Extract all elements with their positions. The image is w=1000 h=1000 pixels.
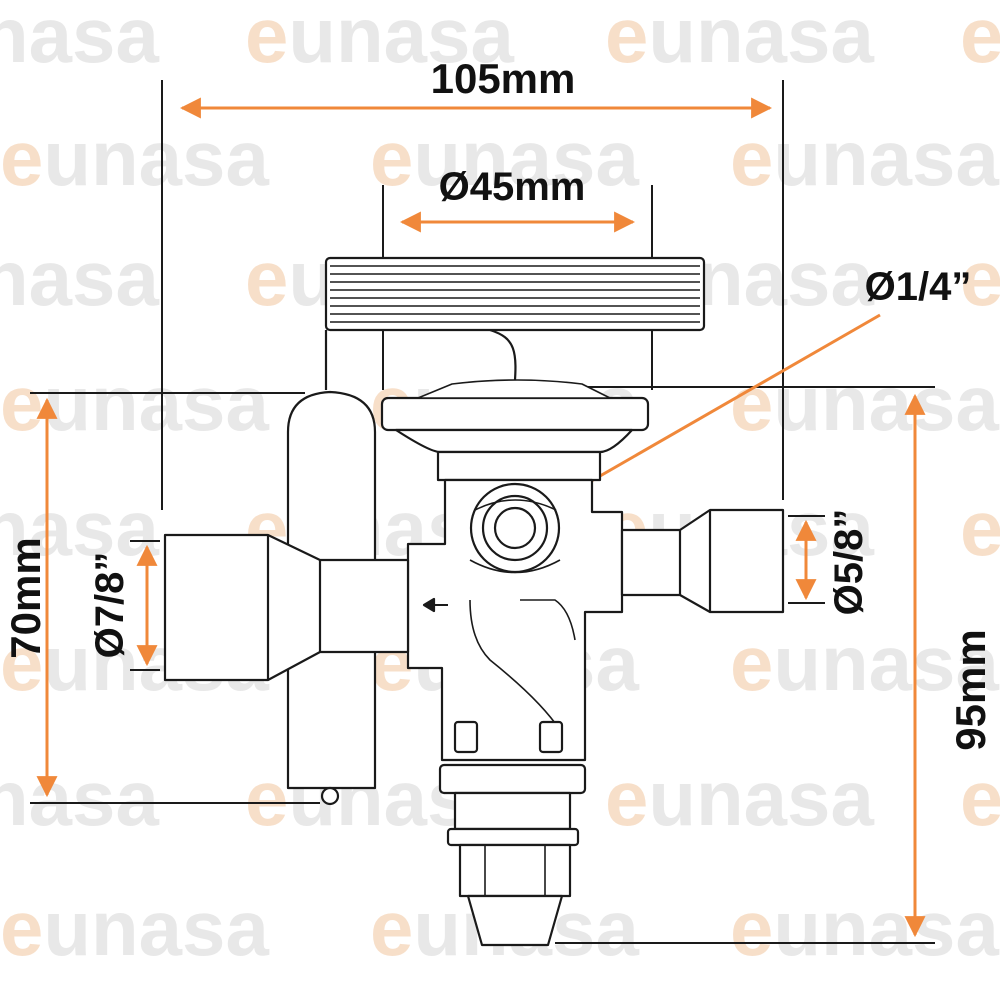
- watermark-logo: eunasa: [0, 754, 159, 842]
- label-equalizer: Ø1/4”: [865, 265, 972, 309]
- watermark-logo: eunasa: [0, 114, 269, 202]
- eunasa-watermark: eunasa eunasa eunasa eunasa eunasa eunasa euna…: [0, 0, 1000, 972]
- label-body-height: 70mm: [2, 537, 49, 658]
- watermark-logo: eunasa: [605, 754, 874, 842]
- watermark-logo: eunasa: [730, 359, 999, 447]
- watermark-logo: eunasa: [960, 234, 1000, 322]
- watermark-logo: eunasa: [0, 884, 269, 972]
- watermark-logo: eunasa: [370, 114, 639, 202]
- outlet-pipe: [620, 508, 785, 614]
- watermark-logo: eunasa: [0, 0, 159, 79]
- diaphragm-head: [380, 379, 650, 482]
- adjustment-assembly: [438, 763, 587, 947]
- watermark-logo: eunasa: [730, 884, 999, 972]
- inlet-pipe: [163, 533, 410, 682]
- watermark-logo: eunasa: [0, 484, 159, 572]
- watermark-logo: eunasa: [960, 484, 1000, 572]
- label-inlet: Ø7/8”: [88, 552, 132, 659]
- watermark-logo: eunasa: [960, 0, 1000, 79]
- label-total-height: 95mm: [947, 629, 994, 750]
- watermark-logo: eunasa: [960, 754, 1000, 842]
- label-width: 105mm: [431, 55, 576, 102]
- extension-lines: [30, 80, 935, 944]
- watermark-logo: eunasa: [245, 0, 514, 79]
- watermark-logo: eunasa: [0, 359, 269, 447]
- capillary-coil: [324, 256, 706, 332]
- watermark-logo: eunasa: [0, 234, 159, 322]
- label-bulb-diameter: Ø45mm: [439, 165, 586, 209]
- dimension-labels: 105mm Ø45mm Ø1/4” Ø7/8” Ø5/8” 70mm 95mm: [2, 55, 994, 751]
- watermark-logo: eunasa: [730, 619, 999, 707]
- label-outlet: Ø5/8”: [827, 509, 871, 616]
- watermark-logo: eunasa: [605, 0, 874, 79]
- dimension-arrows: [36, 97, 926, 938]
- valve-body: [406, 478, 624, 762]
- watermark-logo: eunasa: [730, 114, 999, 202]
- expansion-valve: [163, 256, 785, 947]
